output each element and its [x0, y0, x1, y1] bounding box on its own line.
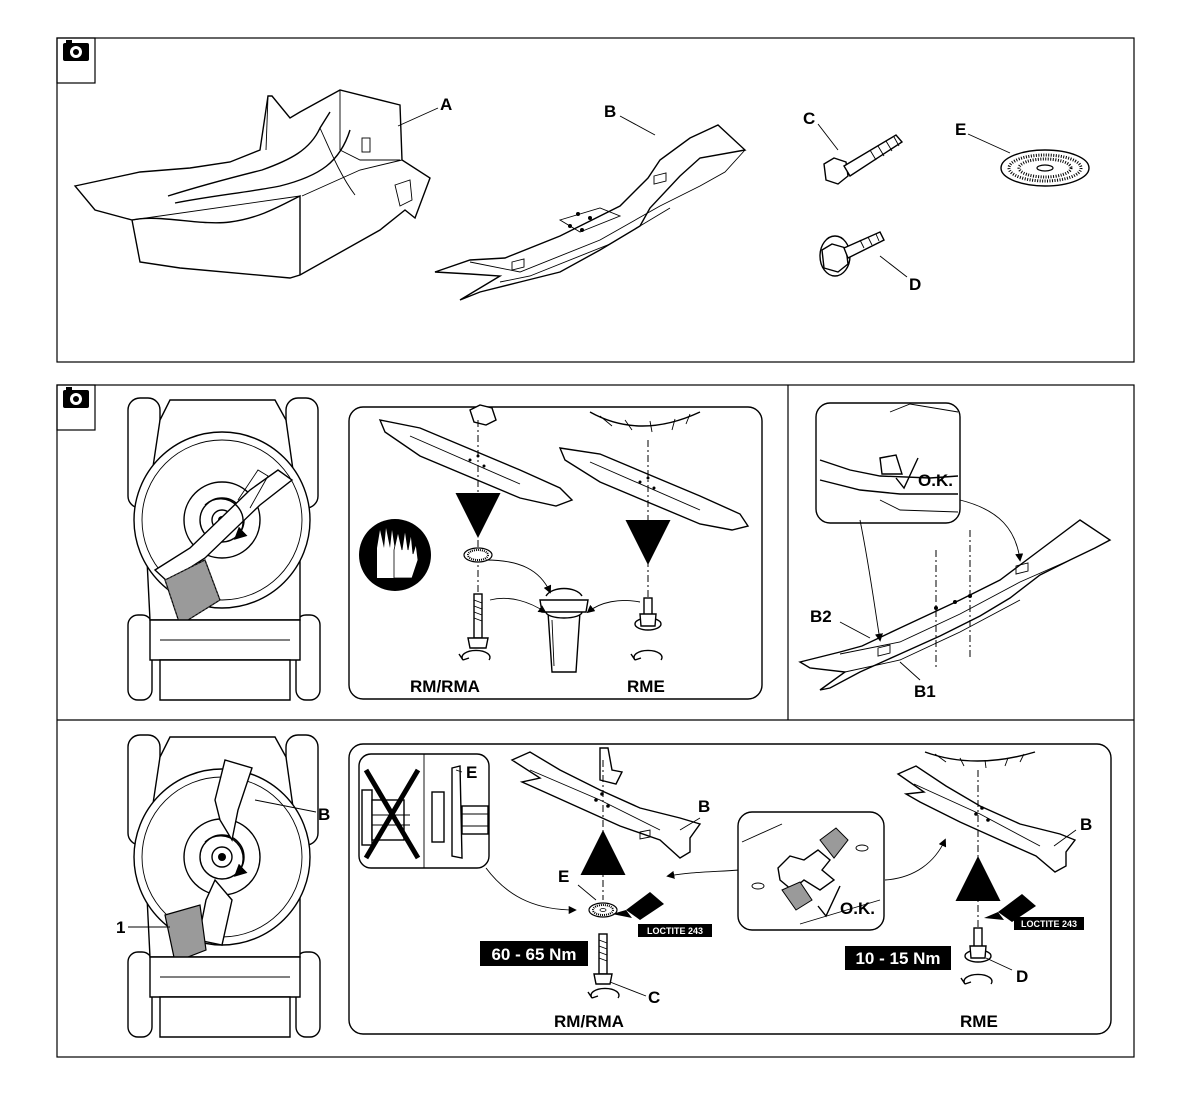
- label-b-right: B: [1080, 815, 1092, 834]
- label-e-inset: E: [466, 763, 477, 782]
- camera-icon: [57, 385, 95, 430]
- label-loctite-left: LOCTITE 243: [647, 926, 703, 936]
- bolt-removal-right: [635, 598, 661, 630]
- impeller-rme: [590, 412, 700, 432]
- label-callout-1: 1: [116, 918, 125, 937]
- blade-install-right: [898, 766, 1075, 872]
- label-rm-rma-removal: RM/RMA: [410, 677, 480, 696]
- rotate-arrow-icon: [588, 988, 619, 998]
- label-e-washer: E: [558, 867, 569, 886]
- label-part-a: A: [440, 95, 452, 114]
- bolt-removal-left: [468, 594, 488, 648]
- label-part-c: C: [803, 109, 815, 128]
- label-part-b: B: [604, 102, 616, 121]
- impeller-rme-install: [925, 752, 1035, 768]
- label-part-e: E: [955, 120, 966, 139]
- mower-underside-install: [128, 735, 320, 1037]
- label-b1: B1: [914, 682, 936, 701]
- label-ok-fin-center: O.K.: [840, 899, 875, 918]
- label-c-bolt: C: [648, 988, 660, 1007]
- washer-install: [589, 903, 617, 917]
- bolt-install-right: [965, 928, 991, 962]
- label-b-left: B: [698, 797, 710, 816]
- bolt-part-c: [824, 135, 902, 184]
- rotate-arrow-icon: [631, 650, 662, 660]
- bolt-install-left: [594, 934, 612, 984]
- blade-part-b: [435, 125, 745, 300]
- label-rme-install: RME: [960, 1012, 998, 1031]
- blade-right-removal: [560, 448, 748, 530]
- label-torque-left: 60 - 65 Nm: [491, 945, 576, 964]
- label-rm-rma-install: RM/RMA: [554, 1012, 624, 1031]
- deflector-part-a: [75, 90, 430, 278]
- rotate-arrow-icon: [459, 650, 490, 660]
- rotate-arrow-icon: [961, 974, 992, 984]
- label-torque-right: 10 - 15 Nm: [855, 949, 940, 968]
- label-b2: B2: [810, 607, 832, 626]
- label-part-d: D: [909, 275, 921, 294]
- label-loctite-right: LOCTITE 243: [1021, 919, 1077, 929]
- label-ok-fin: O.K.: [918, 471, 953, 490]
- label-b-mower: B: [318, 805, 330, 824]
- loctite-tube-left: [612, 892, 664, 920]
- label-rme-removal: RME: [627, 677, 665, 696]
- washer-part-e: [1001, 150, 1089, 186]
- gloves-icon: [359, 519, 431, 591]
- label-d-bolt: D: [1016, 967, 1028, 986]
- mower-underside-removal: [128, 398, 320, 700]
- blade-left-removal: [380, 405, 572, 506]
- blade-b-install-view: [800, 520, 1110, 690]
- camera-icon: [57, 38, 95, 83]
- blade-install-left: [512, 748, 700, 858]
- waste-bin-icon: [540, 589, 588, 673]
- bolt-part-d: [820, 232, 884, 276]
